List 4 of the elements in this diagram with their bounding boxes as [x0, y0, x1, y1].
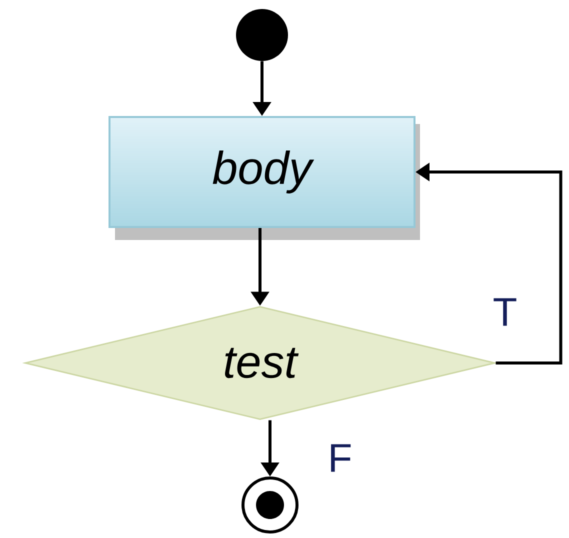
process-box: body	[108, 116, 420, 240]
edge-label: F	[326, 443, 354, 473]
start-circle	[236, 9, 288, 61]
end-circle	[242, 476, 298, 534]
